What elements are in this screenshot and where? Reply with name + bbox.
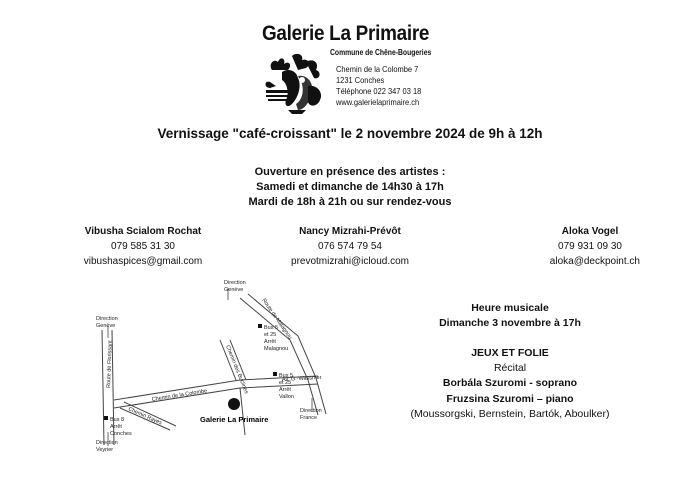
map-label-ch-buclines: Chemin des Buclines	[224, 345, 249, 395]
artist-email[interactable]: vibushaspices@gmail.com	[83, 256, 203, 267]
map-label-dir-geneve-top: Direction	[224, 280, 246, 286]
map-gallery-label: Galerie La Primaire	[200, 415, 268, 424]
artist-2: Nancy Mizrahi-Prévôt 076 574 79 54 prevo…	[270, 226, 430, 267]
map-label-dir-france: France	[300, 415, 317, 421]
bus-stop-conches-icon	[104, 416, 108, 420]
address-website[interactable]: www.galerielaprimaire.ch	[336, 97, 420, 107]
map-bus-vallon: Arrêt	[279, 387, 291, 393]
map-bus-vallon: et 25	[279, 380, 291, 386]
opening-intro: Ouverture en présence des artistes :	[254, 166, 446, 178]
map-label-dir-veyrier: Direction	[96, 440, 118, 446]
artist-3: Aloka Vogel 079 931 09 30 aloka@deckpoin…	[520, 226, 640, 267]
address-street: Chemin de la Colombe 7	[336, 64, 419, 74]
map-bus-malagnou: et 25	[264, 332, 276, 338]
map-bus-conches: Conches	[110, 431, 132, 437]
map-label-av-wassmer: Av. G.-Wassmer	[282, 375, 322, 383]
musicale-title: Heure musicale	[471, 302, 549, 314]
map-label-route-florissant: Route de Florissant	[106, 340, 114, 388]
map-bus-malagnou: Malagnou	[264, 346, 288, 352]
vernissage-line: Vernissage "café-croissant" le 2 novembr…	[157, 126, 543, 141]
gallery-title: Galerie La Primaire	[262, 22, 430, 45]
map-label-ch-colombe: Chemin de la Colombe	[151, 388, 207, 403]
map-label-dir-geneve-top: Genève	[224, 287, 243, 293]
map-label-dir-geneve-left: Genève	[96, 323, 115, 329]
artist-email[interactable]: aloka@deckpoint.ch	[549, 256, 640, 267]
musicale-date: Dimanche 3 novembre à 17h	[439, 317, 581, 329]
map-label-dir-france: Direction	[300, 408, 322, 414]
map-bus-vallon: Bus 5	[279, 373, 293, 379]
artist-phone: 079 931 09 30	[558, 241, 622, 252]
opening-tuesday: Mardi de 18h à 21h ou sur rendez-vous	[248, 196, 452, 208]
program-title: JEUX ET FOLIE	[471, 347, 549, 359]
artist-1: Vibusha Scialom Rochat 079 585 31 30 vib…	[78, 226, 208, 267]
commune-subtitle: Commune de Chêne-Bougeries	[330, 48, 432, 57]
map-bus-malagnou: Bus 5	[264, 325, 278, 331]
performer-piano: Fruzsina Szuromi – piano	[446, 393, 574, 405]
address-phone: Téléphone 022 347 03 18	[336, 86, 422, 96]
map-label-ch-rayes: Chemin Rayes	[127, 406, 163, 426]
map-bus-malagnou: Arrêt	[264, 339, 276, 345]
artist-name: Nancy Mizrahi-Prévôt	[299, 226, 401, 237]
artist-phone: 076 574 79 54	[318, 241, 382, 252]
map-bus-vallon: Vallon	[279, 394, 294, 400]
map-label-dir-geneve-left: Direction	[96, 316, 118, 322]
composers-list: (Moussorgski, Bernstein, Bartók, Aboulke…	[410, 408, 610, 420]
artist-email[interactable]: prevotmizrahi@icloud.com	[291, 256, 409, 267]
opening-weekend: Samedi et dimanche de 14h30 à 17h	[256, 181, 444, 193]
performer-soprano: Borbála Szuromi - soprano	[442, 377, 578, 389]
bus-stop-vallon-icon	[273, 372, 277, 376]
bus-stop-malagnou-icon	[258, 324, 262, 328]
location-map: Direction Genève Direction Genève Direct…	[96, 280, 327, 453]
map-bus-conches: Arrêt	[110, 424, 122, 430]
artist-name: Vibusha Scialom Rochat	[84, 226, 202, 237]
map-label-dir-veyrier: Veyrier	[96, 447, 113, 453]
artist-name: Aloka Vogel	[561, 226, 619, 237]
gallery-logo-icon	[265, 53, 322, 114]
address-city: 1231 Conches	[336, 75, 385, 85]
gallery-location-icon	[228, 398, 240, 410]
artist-phone: 079 585 31 30	[111, 241, 175, 252]
map-bus-conches: Bus 8	[110, 417, 124, 423]
program-type: Récital	[493, 362, 527, 374]
